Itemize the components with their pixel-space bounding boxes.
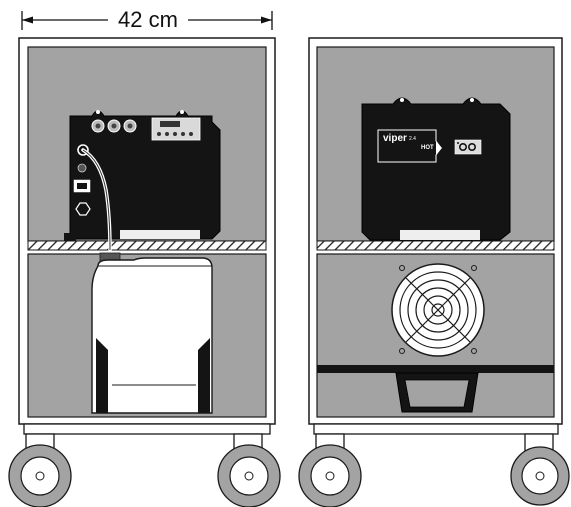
model-number: 2.4 bbox=[409, 136, 416, 142]
gauge-dials bbox=[91, 119, 137, 133]
caster-wheel-icon bbox=[8, 433, 72, 507]
hex-connector bbox=[75, 202, 91, 216]
dimension-label: 42 cm bbox=[108, 6, 188, 34]
rear-bar bbox=[317, 365, 554, 373]
cabinet-front-view bbox=[8, 37, 281, 507]
water-tank-icon bbox=[91, 252, 213, 414]
hose-outlet bbox=[77, 144, 89, 156]
caster-wheel-icon bbox=[510, 433, 570, 506]
steam-machine-front bbox=[64, 110, 221, 241]
hot-badge: HOT bbox=[421, 145, 434, 151]
control-panel bbox=[151, 117, 201, 141]
brand-name: viper bbox=[383, 133, 407, 144]
cabinet-rear-view bbox=[298, 37, 570, 507]
steam-machine-rear bbox=[361, 97, 511, 241]
caster-wheel-icon bbox=[217, 433, 281, 507]
caster-wheel-icon bbox=[298, 433, 362, 507]
cooling-fan-icon bbox=[391, 263, 485, 357]
